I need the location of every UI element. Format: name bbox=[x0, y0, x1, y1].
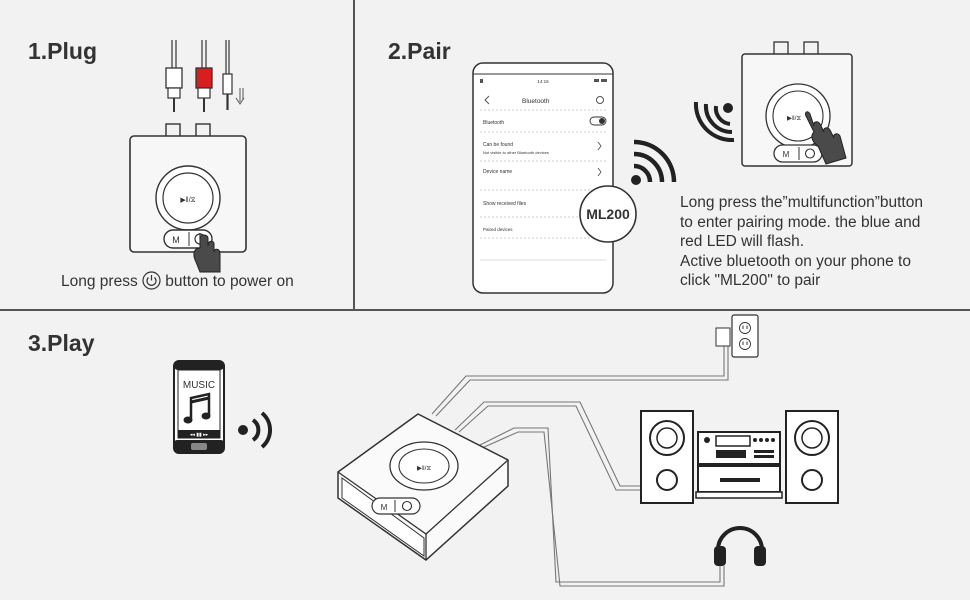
step-pair-title: 2.Pair bbox=[388, 38, 451, 64]
stereo-system-icon bbox=[640, 410, 839, 504]
svg-text:◂◂ ▮▮ ▸▸: ◂◂ ▮▮ ▸▸ bbox=[190, 432, 209, 438]
hand-pointer-icon bbox=[193, 234, 221, 273]
back-arrow-icon[interactable] bbox=[484, 95, 490, 105]
row-paired-devices[interactable]: Paired devices bbox=[483, 227, 513, 232]
svg-text:Not visible to other Bluetooth: Not visible to other Bluetooth devices bbox=[483, 150, 549, 155]
device-pairing-view: ▶‖/⧖ M bbox=[741, 41, 853, 167]
svg-text:Device name: Device name bbox=[483, 169, 512, 175]
ml200-device-badge[interactable]: ML200 bbox=[578, 184, 638, 244]
wifi-signal-icon bbox=[631, 139, 677, 185]
step-plug-caption: Long press button to power on bbox=[61, 271, 294, 290]
status-time: 14:16 bbox=[537, 79, 549, 84]
phone-bluetooth-settings: 14:16 Bluetooth Bluetooth Can be found N… bbox=[472, 62, 614, 294]
play-pause-label: ▶‖/⧖ bbox=[180, 197, 195, 204]
mode-button-label: M bbox=[172, 235, 180, 245]
step-plug-title: 1.Plug bbox=[28, 38, 98, 64]
svg-text:M: M bbox=[381, 503, 388, 512]
refresh-icon[interactable] bbox=[596, 96, 604, 104]
device-front-view: ▶‖/⧖ M bbox=[129, 123, 247, 273]
music-note-icon bbox=[183, 392, 211, 424]
row-can-be-found[interactable]: Can be found Not visible to other Blueto… bbox=[483, 141, 602, 155]
power-outlet-icon bbox=[731, 314, 759, 358]
svg-text:ML200: ML200 bbox=[586, 206, 630, 222]
power-icon bbox=[401, 500, 413, 512]
step-plug-panel: 1.Plug ▶‖/⧖ M bbox=[0, 0, 354, 310]
music-phone: MUSIC ◂◂ ▮▮ ▸▸ bbox=[173, 360, 225, 454]
device-isometric-view: ▶‖/⧖ M bbox=[337, 413, 509, 561]
svg-text:Can be found: Can be found bbox=[483, 142, 513, 148]
step-pair-panel: 2.Pair 14:16 Bluetooth Bluetooth Can be … bbox=[354, 0, 970, 310]
wifi-signal-icon bbox=[238, 411, 273, 449]
svg-text:Bluetooth: Bluetooth bbox=[483, 120, 504, 126]
step-play-title: 3.Play bbox=[28, 330, 95, 356]
rca-cable-icon bbox=[165, 40, 245, 112]
step-play-panel: 3.Play MUSIC ◂◂ ▮▮ ▸▸ bbox=[0, 310, 970, 600]
audio-cables bbox=[431, 327, 731, 587]
divider-vertical bbox=[353, 0, 355, 310]
music-label: MUSIC bbox=[183, 380, 215, 391]
row-bluetooth[interactable]: Bluetooth bbox=[483, 116, 607, 126]
wifi-signal-icon bbox=[693, 101, 735, 143]
power-icon bbox=[142, 271, 161, 290]
svg-text:Paired devices: Paired devices bbox=[483, 227, 513, 232]
svg-text:▶‖/⧖: ▶‖/⧖ bbox=[787, 115, 801, 122]
divider-horizontal bbox=[0, 309, 970, 311]
row-device-name[interactable]: Device name bbox=[483, 167, 602, 177]
svg-text:M: M bbox=[783, 150, 790, 159]
svg-text:▶‖/⧖: ▶‖/⧖ bbox=[417, 465, 431, 472]
step-pair-caption: Long press the”multifunction”button to e… bbox=[680, 194, 923, 289]
headphones-icon bbox=[714, 526, 766, 566]
bluetooth-header-title: Bluetooth bbox=[522, 98, 550, 105]
hand-pointer-icon bbox=[805, 111, 847, 165]
svg-text:Show received files: Show received files bbox=[483, 201, 527, 207]
row-show-received-files[interactable]: Show received files bbox=[483, 201, 527, 207]
power-icon bbox=[804, 148, 816, 159]
